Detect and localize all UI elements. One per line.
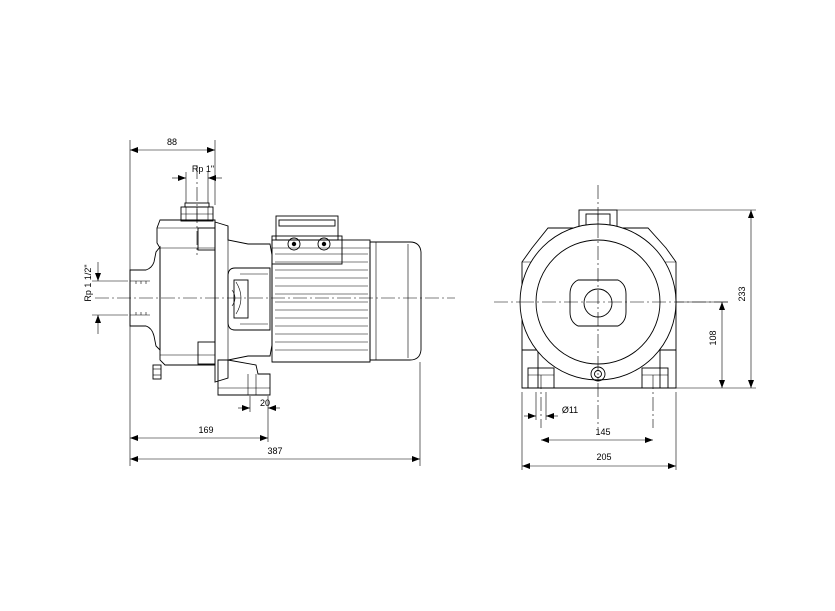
terminal-box <box>271 215 343 265</box>
front-view: Ø11 145 205 108 233 <box>494 185 756 470</box>
inlet-flange <box>129 245 161 352</box>
inlet-hex <box>569 279 627 327</box>
dim-foot-spacing: 145 <box>595 427 610 437</box>
dim-axis-height: 108 <box>708 330 718 345</box>
dim-base-width: 205 <box>596 452 611 462</box>
dim-inlet-offset: 88 <box>167 137 177 147</box>
outlet-nozzle <box>180 202 214 222</box>
dim-total-length: 387 <box>267 446 282 456</box>
dim-total-height: 233 <box>737 286 747 301</box>
dim-outlet-thread: Rp 1" <box>192 164 214 174</box>
dim-foot-width: 20 <box>260 398 270 408</box>
motor-body <box>271 239 371 363</box>
dim-foot-position: 169 <box>198 425 213 435</box>
bracket <box>214 221 273 383</box>
pump-foot <box>217 359 271 396</box>
dim-inlet-thread: Rp 1 1/2" <box>83 264 93 301</box>
dim-hole-diameter: Ø11 <box>562 405 578 415</box>
side-view: 88 Rp 1" Rp 1 1/2" 20 169 387 <box>83 137 455 466</box>
pump-housing <box>152 219 216 380</box>
fan-cover <box>369 241 422 361</box>
